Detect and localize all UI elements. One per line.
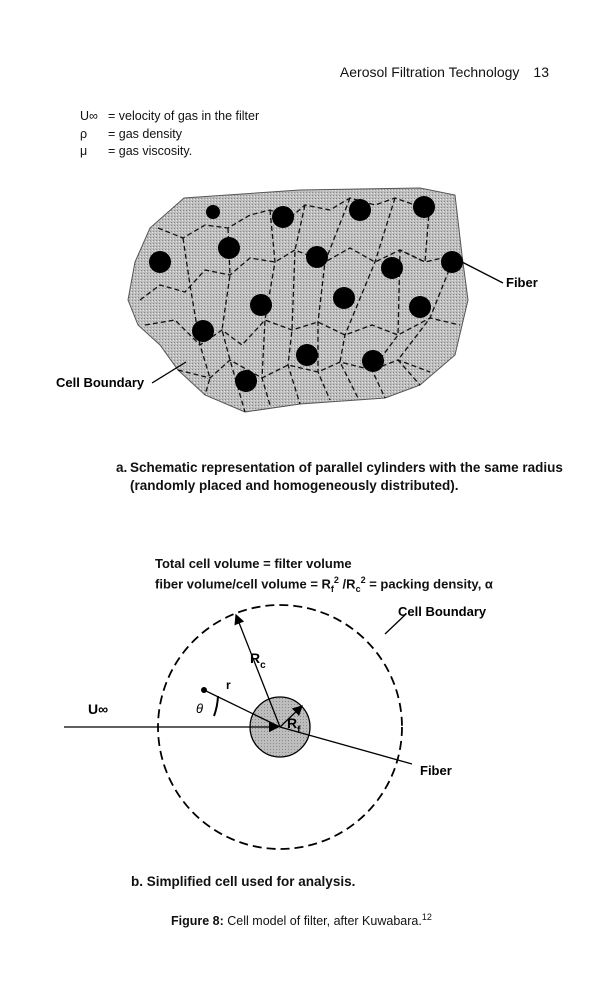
equation-subscript: f (330, 583, 334, 594)
running-header: Aerosol Filtration Technology 13 (340, 64, 549, 80)
equations: Total cell volume = filter volume fiber … (155, 556, 493, 597)
r-label: r (226, 678, 231, 692)
fiber-dot (381, 257, 403, 279)
variable-definitions: U∞ = velocity of gas in the filter ρ = gas… (80, 108, 259, 161)
equation-subscript: c (355, 583, 361, 594)
page-number: 13 (533, 64, 549, 80)
theta-arc (213, 695, 219, 717)
fiber-dot (206, 205, 220, 219)
figure-caption: Figure 8: Cell model of filter, after Ku… (171, 912, 432, 928)
caption-b-label: b. (131, 874, 143, 889)
rc-radius-arrow (234, 613, 281, 728)
fiber-dot (272, 206, 294, 228)
fiber-dot (306, 246, 328, 268)
fiber-dot (218, 237, 240, 259)
fiber-leader-line-b (279, 726, 413, 765)
equation-part: = packing density, α (365, 576, 493, 592)
header-title: Aerosol Filtration Technology (339, 64, 520, 80)
figure-a-schematic: Fiber Cell Boundary (56, 187, 538, 413)
caption-a: a. Schematic representation of parallel … (116, 459, 570, 495)
u-infinity-label: U∞ (88, 701, 108, 717)
equation-line-1: Total cell volume = filter volume (155, 556, 352, 571)
variable-symbol: ρ (80, 126, 88, 141)
variable-description: = gas density (108, 126, 183, 141)
fiber-leader-line (461, 261, 504, 284)
rf-label: Rf (287, 715, 301, 736)
figure-caption-label: Figure 8: (171, 914, 224, 929)
r-position-line (203, 689, 281, 728)
fiber-label: Fiber (506, 275, 538, 290)
figure-caption-ref: 12 (421, 912, 432, 922)
cell-boundary-label-b: Cell Boundary (398, 604, 487, 619)
cell-boundaries (139, 197, 461, 413)
fiber-dot (362, 350, 384, 372)
rc-label: Rc (250, 650, 266, 671)
variable-row: ρ = gas density (80, 126, 259, 144)
variable-row: μ = gas viscosity. (80, 143, 259, 161)
fiber-dot (296, 344, 318, 366)
fiber-dot (409, 296, 431, 318)
particle-point (201, 687, 207, 693)
figure-caption-text: Cell model of filter, after Kuwabara. (223, 914, 422, 929)
fiber-label-b: Fiber (420, 763, 452, 778)
cell-boundary-leader-line-b (384, 614, 406, 635)
caption-b: b. Simplified cell used for analysis. (131, 874, 355, 889)
fiber-dot (192, 320, 214, 342)
equation-part: /R (338, 576, 356, 592)
variable-description: = velocity of gas in the filter (108, 109, 260, 123)
fiber-dot (413, 196, 435, 218)
equation-superscript: 2 (360, 575, 366, 585)
cell-boundary-label: Cell Boundary (56, 375, 145, 390)
cell-boundary-leader-line (151, 361, 187, 384)
variable-symbol: μ (80, 144, 88, 158)
variable-symbol: U∞ (80, 109, 98, 123)
caption-a-text: Schematic representation of parallel cyl… (130, 460, 563, 493)
equation-line-2: fiber volume/cell volume = Rf2 /Rc2 = pa… (155, 572, 493, 597)
variable-description: = gas viscosity. (108, 144, 193, 158)
equation-part: fiber volume/cell volume = R (155, 576, 331, 592)
fiber-dot (149, 251, 171, 273)
rf-radius-arrow (279, 705, 303, 728)
caption-b-text: Simplified cell used for analysis. (146, 874, 356, 889)
fiber-dot (250, 294, 272, 316)
variable-row: U∞ = velocity of gas in the filter (80, 108, 259, 126)
theta-label: θ (196, 701, 203, 716)
figure-b-cell-diagram: Cell Boundary Rc Rf r θ U∞ Fiber (64, 604, 487, 850)
equation-superscript: 2 (333, 575, 339, 585)
fiber-dot (235, 370, 257, 392)
fiber-dot (349, 199, 371, 221)
fiber-cross-sections (149, 196, 463, 392)
caption-a-label: a. (116, 460, 128, 475)
fiber-dot (441, 251, 463, 273)
fiber-dot (333, 287, 355, 309)
